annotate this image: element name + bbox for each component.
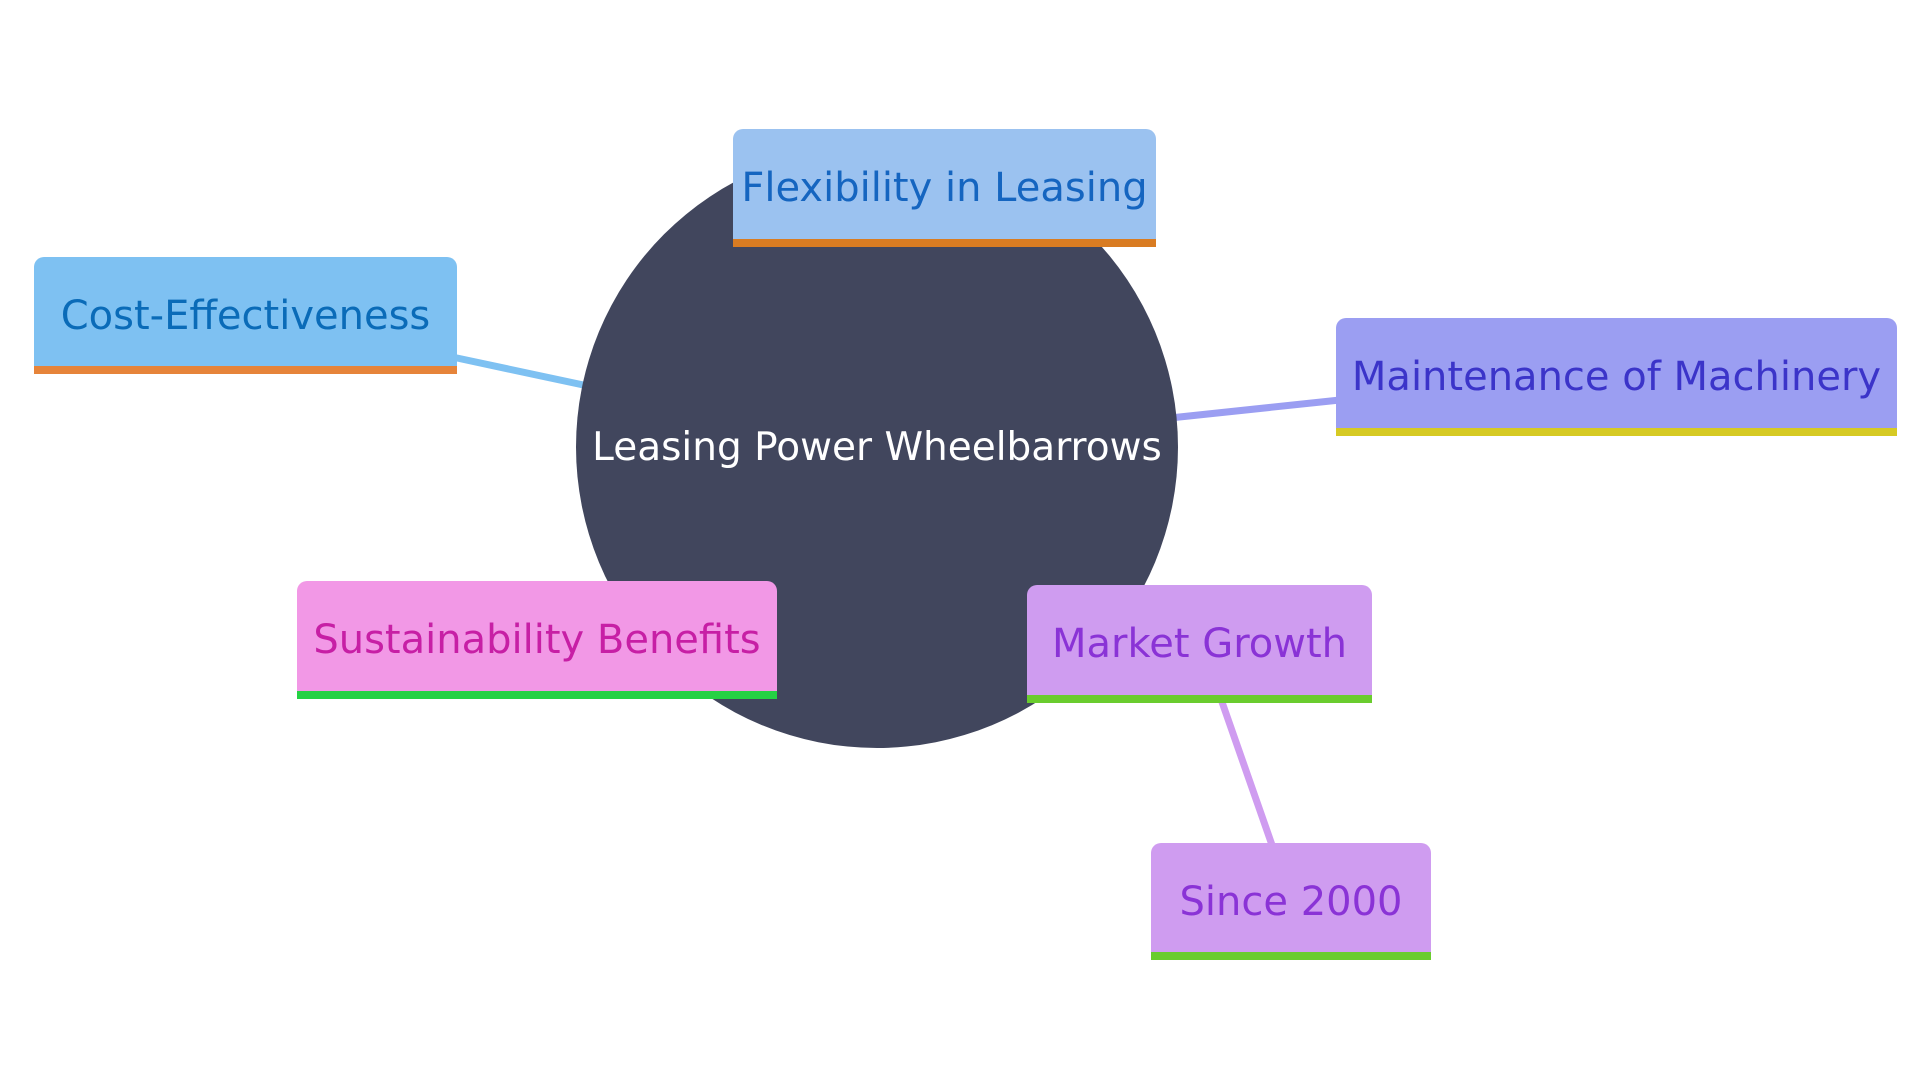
node-cost-effectiveness[interactable]: Cost-Effectiveness bbox=[34, 257, 457, 374]
node-since-2000[interactable]: Since 2000 bbox=[1151, 843, 1431, 960]
node-underline bbox=[297, 691, 777, 699]
node-label: Maintenance of Machinery bbox=[1351, 354, 1882, 400]
node-underline bbox=[1027, 695, 1372, 703]
node-maintenance-of-machinery[interactable]: Maintenance of Machinery bbox=[1336, 318, 1897, 436]
node-sustainability-benefits[interactable]: Sustainability Benefits bbox=[297, 581, 777, 699]
edge-market-since bbox=[1218, 698, 1276, 849]
node-underline bbox=[733, 239, 1156, 247]
node-underline bbox=[1336, 428, 1897, 436]
node-flexibility-in-leasing[interactable]: Flexibility in Leasing bbox=[733, 129, 1156, 247]
edge-center-maintenance bbox=[1166, 396, 1344, 422]
node-market-growth[interactable]: Market Growth bbox=[1027, 585, 1372, 703]
node-label: Cost-Effectiveness bbox=[60, 292, 431, 339]
central-node-label: Leasing Power Wheelbarrows bbox=[592, 424, 1162, 470]
node-underline bbox=[1151, 952, 1431, 960]
node-label: Sustainability Benefits bbox=[313, 617, 761, 663]
node-label: Since 2000 bbox=[1179, 878, 1403, 925]
node-label: Market Growth bbox=[1052, 621, 1347, 667]
node-label: Flexibility in Leasing bbox=[741, 165, 1148, 211]
edge-center-cost bbox=[453, 354, 592, 390]
node-underline bbox=[34, 366, 457, 374]
